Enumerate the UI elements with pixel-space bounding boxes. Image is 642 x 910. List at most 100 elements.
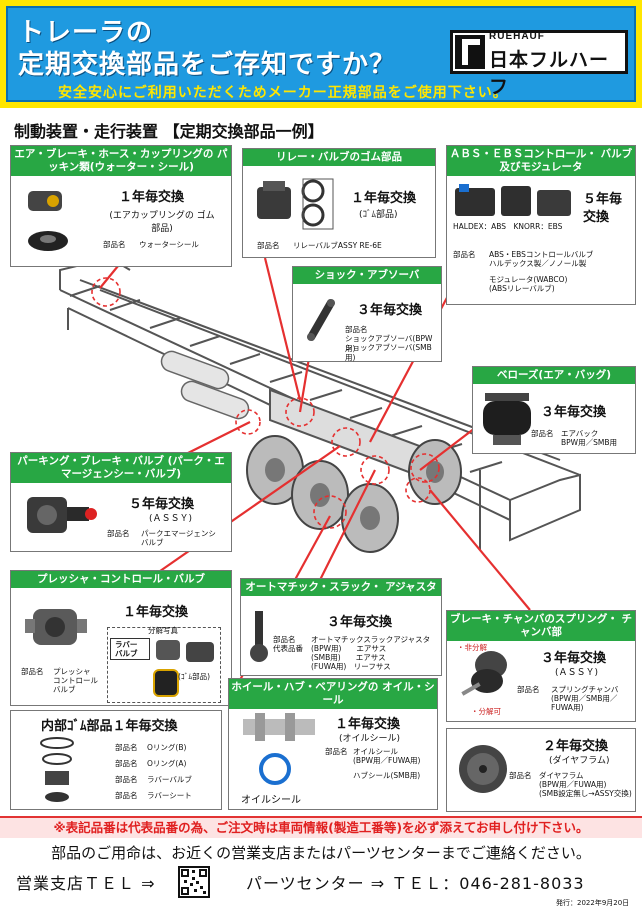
part-label: 部品名 (273, 635, 296, 644)
inset-title: 分解写真 (148, 626, 178, 635)
part-name-3: モジュレータ(WABCO) (489, 275, 568, 284)
card-hub-oil-seal: ホイール・ハブ・ベアリングの オイル・シール オイルシール １年毎交換 (オイル… (228, 678, 438, 810)
part-label: 部品名 (115, 791, 138, 800)
card-internal-rubber-parts: 内部ｺﾞﾑ部品１年毎交換 部品名 Oリング(B) 部品名 Oリング(A) 部品名… (10, 710, 222, 810)
card-title: ホイール・ハブ・ベアリングの オイル・シール (229, 679, 437, 709)
part-name: リレーバルブASSY RE-6E (293, 241, 382, 250)
card-interval: １年毎交換 (119, 190, 185, 205)
part-name-2: (BPW用／FUWA用) (539, 780, 607, 789)
card-interval-line1: ５年毎 (583, 192, 623, 207)
card-note: (エアカップリングの ゴム部品) (109, 211, 215, 234)
card-interval: １年毎交換 (123, 605, 189, 620)
parking-valve-image (27, 497, 97, 533)
tag-non-disassembly: ・非分解 (457, 643, 487, 652)
card-interval: ３年毎交換 (357, 303, 423, 318)
card-interval: ３年毎交換 (327, 615, 393, 630)
card-bellows: ベローズ(エア・バッグ) ３年毎交換 部品名 エアバック BPW用／SMB用 (472, 366, 636, 454)
part-label: 部品名 (115, 743, 138, 752)
part-name-4: (ABSリレーバルブ) (489, 284, 555, 293)
logo-mark-icon (455, 35, 485, 69)
part-name-1: オイルシール (353, 747, 398, 756)
part-label: 部品名 (453, 250, 476, 259)
logo-ruehauf-text: RUEHAUF (489, 31, 545, 42)
card-title: リレー・バルブのゴム部品 (243, 149, 435, 166)
part-row-3: ラバーバルブ (147, 775, 192, 784)
part-label: 部品名 (345, 325, 368, 334)
hub-caption: オイルシール (241, 795, 301, 806)
card-coupling-packing: エア・ブレーキ・ホース・カップリングの パッキン類(ウォーター・シール) １年毎… (10, 145, 232, 267)
card-parking-brake-valve: パーキング・ブレーキ・バルブ (パーク・エマージェンシー・バルブ) ５年毎交換 … (10, 452, 232, 552)
part-name-1: パークエマージェンシ (141, 529, 216, 538)
subtitle: 安全安心にご利用いただくためメーカー正規部品をご使用下さい。 (58, 85, 508, 101)
slack-row-1: (BPW用) エアサス (311, 644, 387, 653)
title-line-2: 定期交換部品をご存知ですか？ (18, 50, 397, 80)
card-title: エア・ブレーキ・ホース・カップリングの パッキン類(ウォーター・シール) (11, 146, 231, 176)
telephone-row: 営業支店ＴＥＬ ⇒ パーツセンター ⇒ ＴＥＬ：046-281-8033 (0, 866, 642, 900)
rep-label: 代表品番 (273, 644, 303, 653)
rubber-valve-label: ラバー バルブ (110, 638, 150, 660)
order-warning: ※表記品番は代表品番の為、ご注文時は車両情報(製造工番等)を必ず添えてお申し付け… (0, 816, 642, 838)
card-title: 内部ｺﾞﾑ部品１年毎交換 (41, 719, 178, 734)
part-name-1: エアバック (561, 429, 599, 438)
slack-row-2: (SMB用) エアサス (311, 653, 386, 662)
section-heading: 制動装置・走行装置 【定期交換部品一例】 (14, 122, 324, 141)
part-row-1: Oリング(B) (147, 743, 187, 752)
header-title-panel: トレーラの 定期交換部品をご存知ですか？ 安全安心にご利用いただくためメーカー正… (6, 6, 636, 102)
card-interval-line2: 交換 (583, 210, 610, 225)
part-name-1: プレッシャ (53, 667, 91, 676)
card-title: ＡＢＳ・ＥＢＳコントロール・ バルブ及びモジュレータ (447, 146, 635, 176)
card-title: ショック・アブソーバ (293, 267, 441, 284)
part-label: 部品名 (107, 529, 130, 538)
tag-disassembly: ・分解可 (471, 707, 501, 716)
slack-adjuster-image (250, 611, 268, 662)
ruehauf-logo: RUEHAUF 日本フルハーフ (450, 30, 628, 98)
part-name-2: バルブ (141, 538, 164, 547)
card-note: (オイルシール) (339, 734, 401, 744)
maker-labels: HALDEX：ABS KNORR：EBS (453, 222, 563, 231)
part-name-3: FUWA用) (551, 703, 584, 712)
card-title: オートマチック・スラック・ アジャスタ (241, 579, 441, 596)
part-name-2: (BPW用／FUWA用) (353, 756, 421, 765)
card-title: プレッシャ・コントロール・バルブ (11, 571, 231, 588)
card-note: (ｺﾞﾑ部品) (359, 210, 398, 220)
card-shock-absorber: ショック・アブソーバ ３年毎交換 部品名 ショックアブソーバ(BPW用) ショッ… (292, 266, 442, 362)
part-name-2: (BPW用／SMB用／ (551, 694, 618, 703)
card-title: ベローズ(エア・バッグ) (473, 367, 635, 384)
part-label: 部品名 (115, 759, 138, 768)
diaphragm-image (459, 745, 507, 793)
pressure-valve-image (25, 609, 87, 645)
part-name-2: ショックアブソーバ(SMB用) (345, 343, 432, 362)
card-interval: ２年毎交換 (543, 739, 609, 754)
relay-valve-image (257, 178, 334, 230)
card-pressure-control-valve: プレッシャ・コントロール・バルブ １年毎交換 部品名 プレッシャ コントロール … (10, 570, 232, 706)
part-name-1: ショックアブソーバ(BPW用) (345, 334, 433, 353)
rubber-parts-image (153, 640, 214, 697)
part-name: ウォーターシール (139, 240, 199, 249)
inset-note: (ｺﾞﾑ部品) (178, 672, 211, 681)
card-brake-chamber: ブレーキ・チャンバのスプリング・ チャンバ部 ・非分解 ・分解可 ３年毎交換 (… (446, 610, 636, 722)
inset-label-2: バルブ (115, 649, 138, 658)
part-name-3: ハブシール(SMB用) (353, 771, 421, 780)
part-row-2: Oリング(A) (147, 759, 187, 768)
exploded-view-inset: 分解写真 ラバー バルブ (ｺﾞﾑ部品) (107, 626, 221, 703)
card-interval: １年毎交換 (335, 717, 401, 732)
qr-code-icon[interactable] (178, 866, 210, 898)
card-note: (ダイヤフラム) (549, 756, 610, 766)
part-label: 部品名 (103, 240, 126, 249)
spring-chamber-image (461, 651, 507, 696)
part-label: 部品名 (115, 775, 138, 784)
card-slack-adjuster: オートマチック・スラック・ アジャスタ ３年毎交換 部品名 代表品番 オートマチ… (240, 578, 442, 676)
logo-company-name: 日本フルハーフ (489, 49, 610, 98)
air-coupling-image (28, 191, 68, 251)
part-label: 部品名 (325, 747, 348, 756)
part-name-3: (SMB設定無し→ASSY交換) (539, 789, 632, 798)
part-name-2: BPW用／SMB用 (561, 438, 617, 447)
part-name-1: ダイヤフラム (539, 771, 584, 780)
card-interval: ３年毎交換 (541, 651, 607, 666)
parts-center-tel: パーツセンター ⇒ ＴＥＬ：046-281-8033 (246, 874, 585, 893)
header-banner: トレーラの 定期交換部品をご存知ですか？ 安全安心にご利用いただくためメーカー正… (0, 0, 642, 108)
part-name-2: コントロール (53, 676, 98, 685)
abs-valve-image (455, 184, 571, 216)
inset-label-1: ラバー (115, 640, 138, 649)
shock-absorber-image (307, 299, 335, 341)
